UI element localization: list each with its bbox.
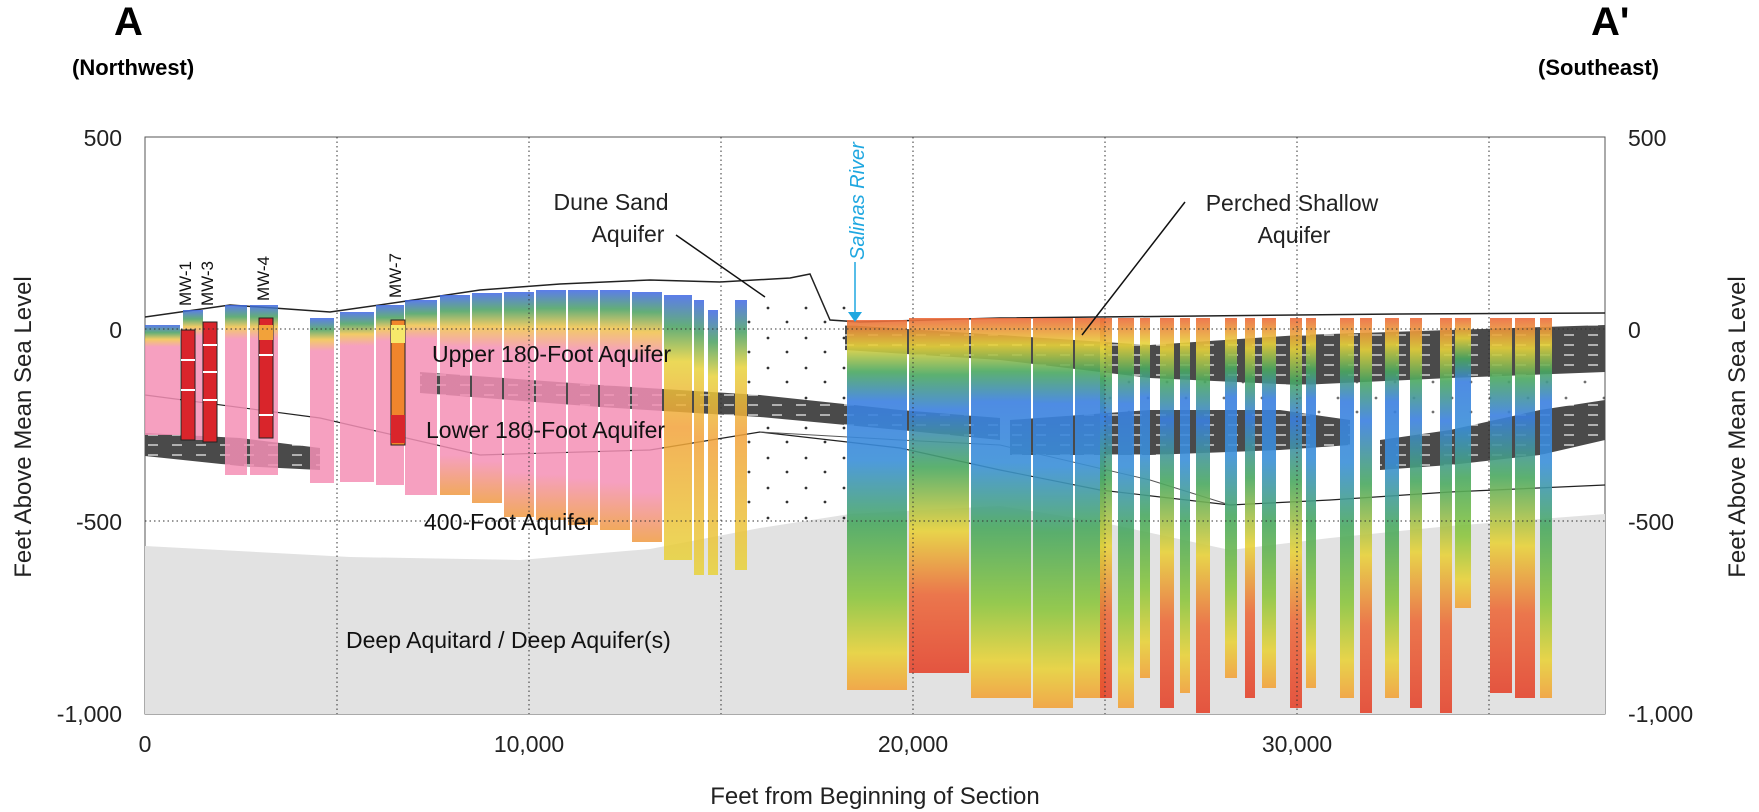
resistivity-column xyxy=(1290,318,1302,708)
resistivity-column xyxy=(440,295,470,495)
section-start-label: A xyxy=(114,0,143,44)
label-400-foot: 400-Foot Aquifer xyxy=(424,509,594,535)
label-lower-180: Lower 180-Foot Aquifer xyxy=(426,417,665,443)
resistivity-column xyxy=(1160,318,1174,708)
resistivity-column xyxy=(1360,318,1372,713)
resistivity-column xyxy=(1490,318,1512,693)
y-tick-right: -500 xyxy=(1628,509,1674,535)
y-tick-left: -1,000 xyxy=(57,701,122,727)
x-axis-title: Feet from Beginning of Section xyxy=(710,783,1040,810)
y-tick-left: 0 xyxy=(109,317,122,343)
river-arrow-icon xyxy=(848,312,862,322)
resistivity-column xyxy=(600,290,630,530)
resistivity-column xyxy=(1245,318,1255,698)
y-tick-left: -500 xyxy=(76,509,122,535)
y-tick-right: 0 xyxy=(1628,317,1641,343)
y-axis-title-left: Feet Above Mean Sea Level xyxy=(10,276,37,578)
resistivity-column xyxy=(1440,318,1452,713)
resistivity-column xyxy=(1100,318,1112,698)
resistivity-column xyxy=(340,312,374,482)
well-label-mw-7: MW-7 xyxy=(386,253,405,298)
x-tick: 10,000 xyxy=(494,731,564,757)
resistivity-column xyxy=(694,300,704,575)
resistivity-column xyxy=(1306,318,1316,688)
resistivity-column xyxy=(1180,318,1190,693)
resistivity-column xyxy=(1385,318,1399,698)
well-label-mw-1: MW-1 xyxy=(176,261,195,306)
resistivity-column xyxy=(1262,318,1276,688)
well-log-mw-4 xyxy=(258,317,274,439)
resistivity-column xyxy=(632,292,662,542)
resistivity-column xyxy=(504,292,534,517)
y-axis-title-right: Feet Above Mean Sea Level xyxy=(1724,276,1751,578)
well-log-mw-7 xyxy=(390,319,406,446)
section-end-label: A' xyxy=(1591,0,1630,44)
resistivity-column xyxy=(145,325,180,435)
well-label-mw-4: MW-4 xyxy=(254,256,273,301)
resistivity-column xyxy=(1515,318,1535,698)
well-label-mw-3: MW-3 xyxy=(198,261,217,306)
resistivity-column xyxy=(909,318,969,673)
dune-sand-leader xyxy=(675,234,766,298)
label-deep-aquitard: Deep Aquitard / Deep Aquifer(s) xyxy=(346,627,671,653)
resistivity-column xyxy=(536,290,566,520)
resistivity-column xyxy=(405,300,437,495)
resistivity-column xyxy=(310,318,334,483)
resistivity-column xyxy=(971,318,1031,698)
x-tick: 30,000 xyxy=(1262,731,1332,757)
y-tick-right: -1,000 xyxy=(1628,701,1693,727)
resistivity-column xyxy=(1225,318,1237,678)
resistivity-column xyxy=(1140,318,1150,678)
label-dune-sand: Dune Sand xyxy=(553,189,668,215)
label-upper-180: Upper 180-Foot Aquifer xyxy=(432,341,671,367)
ground-surface-line xyxy=(145,273,1605,323)
well-log-mw-3 xyxy=(202,321,218,443)
well-log-mw-1 xyxy=(180,329,196,441)
resistivity-column xyxy=(225,305,247,475)
resistivity-column xyxy=(1455,318,1471,608)
resistivity-column xyxy=(735,300,747,570)
y-tick-left: 500 xyxy=(84,125,122,151)
section-start-direction: (Northwest) xyxy=(72,55,195,80)
label-dune-sand-2: Aquifer xyxy=(592,221,665,247)
resistivity-column xyxy=(1410,318,1422,708)
resistivity-column xyxy=(664,295,692,560)
resistivity-column xyxy=(1033,318,1073,708)
x-tick: 20,000 xyxy=(878,731,948,757)
resistivity-column xyxy=(1540,318,1552,698)
resistivity-column xyxy=(568,290,598,525)
resistivity-column xyxy=(1118,318,1134,708)
x-tick: 0 xyxy=(139,731,152,757)
y-tick-right: 500 xyxy=(1628,125,1666,151)
resistivity-column xyxy=(847,320,907,690)
label-salinas-river: Salinas River xyxy=(847,141,869,260)
label-perched-2: Aquifer xyxy=(1258,222,1331,248)
resistivity-column xyxy=(1340,318,1354,698)
resistivity-column xyxy=(472,293,502,503)
resistivity-column xyxy=(708,310,718,575)
perched-leader xyxy=(1081,201,1186,336)
vertical-gridlines xyxy=(336,137,1490,714)
label-perched: Perched Shallow xyxy=(1206,190,1379,216)
resistivity-column xyxy=(1196,318,1210,713)
section-end-direction: (Southeast) xyxy=(1538,55,1659,80)
